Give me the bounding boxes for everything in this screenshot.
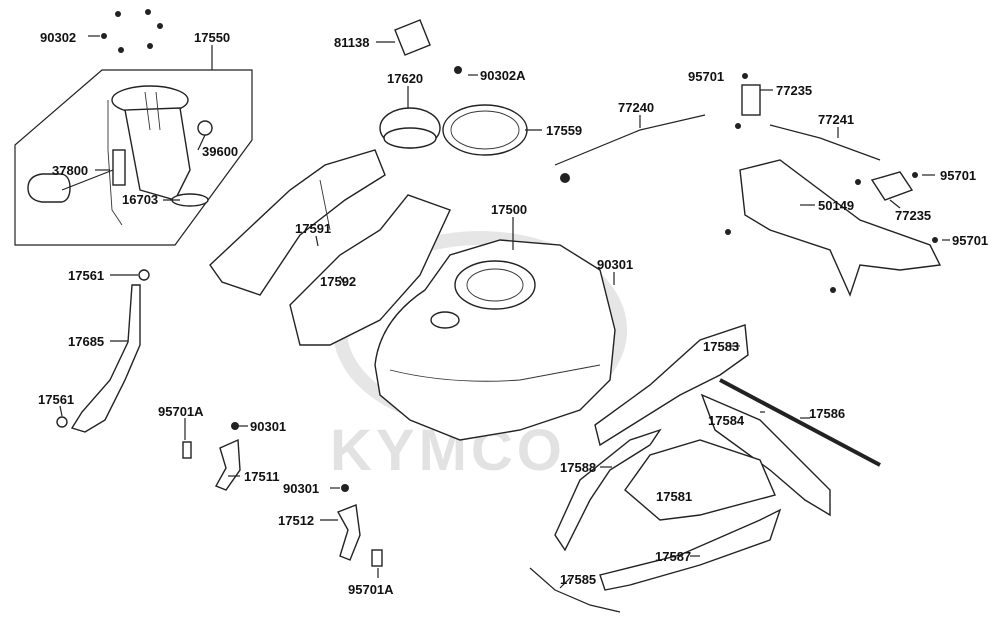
label-77241: 77241 (818, 112, 854, 127)
label-90302A: 90302A (480, 68, 526, 83)
plate-17559 (442, 104, 528, 156)
fuel-pump-box (14, 69, 253, 246)
pad-17587 (599, 508, 782, 591)
label-17592: 17592 (320, 274, 356, 289)
label-50149: 50149 (818, 198, 854, 213)
label-77235-right: 77235 (895, 208, 931, 223)
bolt-95701A-top (182, 441, 192, 459)
label-17585: 17585 (560, 572, 596, 587)
label-17587: 17587 (655, 549, 691, 564)
pad-17583 (594, 324, 749, 447)
leader-lines (59, 41, 950, 589)
strip-17586 (719, 378, 881, 467)
clamp-17561-bottom (56, 416, 68, 428)
cable-77240 (554, 114, 706, 166)
screws-90302 (101, 9, 163, 53)
label-37800: 37800 (52, 163, 88, 178)
label-95701A-bottom: 95701A (348, 582, 394, 597)
float-arm-37800 (112, 149, 126, 186)
label-17561-bottom: 17561 (38, 392, 74, 407)
label-90301-bottom: 90301 (283, 481, 319, 496)
label-95701-bottom: 95701 (952, 233, 988, 248)
label-95701-mid: 95701 (940, 168, 976, 183)
float (27, 173, 71, 203)
bracket-17512 (336, 504, 361, 561)
label-90301-top: 90301 (597, 257, 633, 272)
label-90301-mid: 90301 (250, 419, 286, 434)
part-77235-right (870, 171, 914, 201)
label-17583: 17583 (703, 339, 739, 354)
label-17500: 17500 (491, 202, 527, 217)
bolt-95701A-bottom (371, 549, 383, 567)
label-17591: 17591 (295, 221, 331, 236)
label-95701A-top: 95701A (158, 404, 204, 419)
label-17586: 17586 (809, 406, 845, 421)
label-90302: 90302 (40, 30, 76, 45)
label-17581: 17581 (656, 489, 692, 504)
bolt-90302A (454, 66, 462, 74)
label-17584: 17584 (708, 413, 745, 428)
part-77235-top (741, 84, 761, 116)
bracket-81138 (394, 19, 431, 56)
pad-17581 (624, 439, 776, 521)
bracket-17511 (215, 438, 241, 491)
label-17511: 17511 (244, 469, 279, 484)
label-77235-top: 77235 (776, 83, 812, 98)
pad-17591 (209, 149, 386, 296)
label-17512: 17512 (278, 513, 314, 528)
label-81138: 81138 (334, 35, 369, 50)
part-labels: 90302 17550 37800 39600 16703 81138 1762… (38, 30, 988, 597)
label-77240: 77240 (618, 100, 654, 115)
label-17620: 17620 (387, 71, 423, 86)
pump-body (124, 107, 191, 201)
fuel-tank-17500 (374, 239, 616, 441)
label-17561-top: 17561 (68, 268, 104, 283)
frame-50149 (739, 159, 942, 297)
strip-17585 (529, 567, 621, 613)
pad-17588 (554, 428, 662, 552)
cable-77241 (769, 124, 881, 161)
label-95701-top: 95701 (688, 69, 724, 84)
pad-17584 (700, 393, 831, 517)
fuel-pump-group (14, 9, 253, 246)
sensor-39600 (197, 120, 213, 136)
label-39600: 39600 (202, 144, 238, 159)
label-17550: 17550 (194, 30, 230, 45)
label-17685: 17685 (68, 334, 104, 349)
label-17559: 17559 (546, 123, 582, 138)
pad-17592 (289, 194, 451, 346)
label-16703: 16703 (122, 192, 158, 207)
clamp-17561-top (138, 269, 150, 281)
hose-17685 (70, 284, 141, 433)
label-17588: 17588 (560, 460, 596, 475)
